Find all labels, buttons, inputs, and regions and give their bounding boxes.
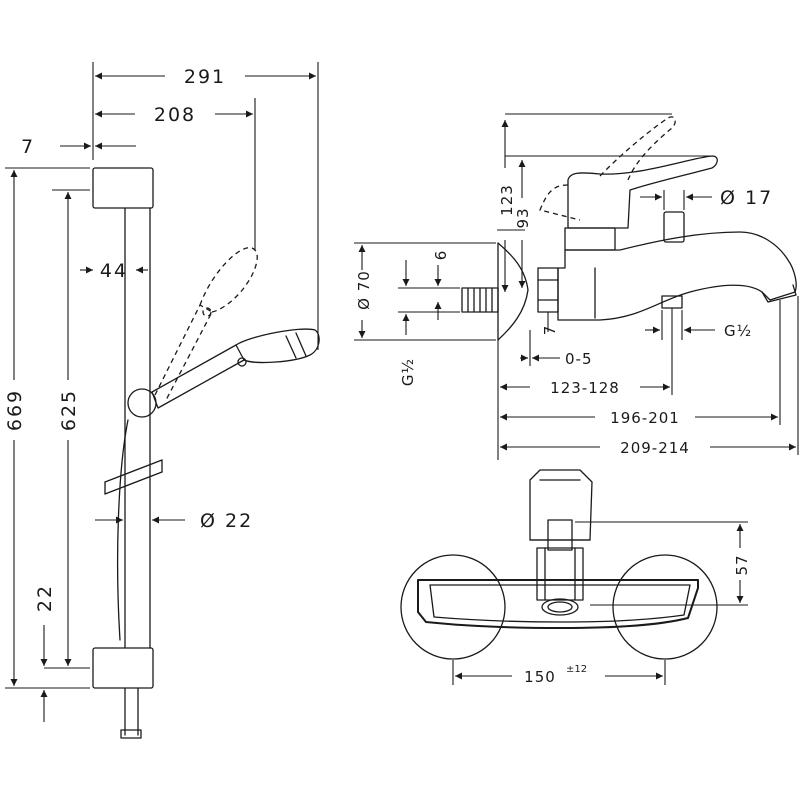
dim-centers-tolerance: ±12 [566,664,587,675]
dim-rail-to-head: 208 [154,104,196,126]
dim-thread-right: G½ [724,322,752,340]
mixer-body [557,231,797,321]
diverter-knob [663,211,685,243]
lever-housing [564,227,616,251]
dim-rosette-gap: 0-5 [565,350,593,368]
top-wall-bracket [92,167,154,209]
left-rosette [400,554,506,660]
dim-six: 6 [432,250,450,261]
dim-total-width: 291 [184,66,226,88]
hand-shower-tilted [154,304,213,403]
shower-rail-view: 291 208 7 44 669 625 22 Ø 22 [4,62,320,739]
bottom-wall-bracket [92,647,154,689]
dim-bottom: 22 [34,584,56,612]
bath-mixer-side-view: 123 93 Ø 17 Ø 70 G½ 6 7 G½ [354,113,799,460]
shower-hose [116,419,129,641]
dim-rail-diameter: Ø 22 [200,510,253,532]
dim-spout-a: 123-128 [550,379,620,397]
mixer-body-front [417,579,699,629]
spout-front [536,547,584,601]
dim-wall-offset: 7 [21,136,35,158]
hand-shower [151,344,245,409]
dim-diverter-diameter: Ø 17 [720,187,773,209]
spout-aerator [541,598,579,616]
dim-rail-length: 625 [58,389,80,431]
dim-thread-left: G½ [399,358,417,386]
dim-total-height: 669 [4,389,26,431]
dim-lever-lift: 123 [498,184,516,216]
dim-bracket-offset: 44 [100,260,128,282]
dim-lever-height: 93 [514,207,532,228]
wall-rosette [497,242,529,341]
connection-nut [537,267,559,313]
dim-spout-total: 209-214 [620,439,690,457]
dim-front-height: 57 [733,554,751,575]
dim-spout-b: 196-201 [610,409,680,427]
bath-mixer-front-view: 57 150 ±12 [400,469,751,686]
hose-end [120,729,142,739]
dim-rosette-diameter: Ø 70 [355,270,373,310]
dim-centers: 150 [524,668,556,686]
lever-handle [567,155,718,229]
dim-seven: 7 [541,325,559,336]
right-rosette [612,554,718,660]
